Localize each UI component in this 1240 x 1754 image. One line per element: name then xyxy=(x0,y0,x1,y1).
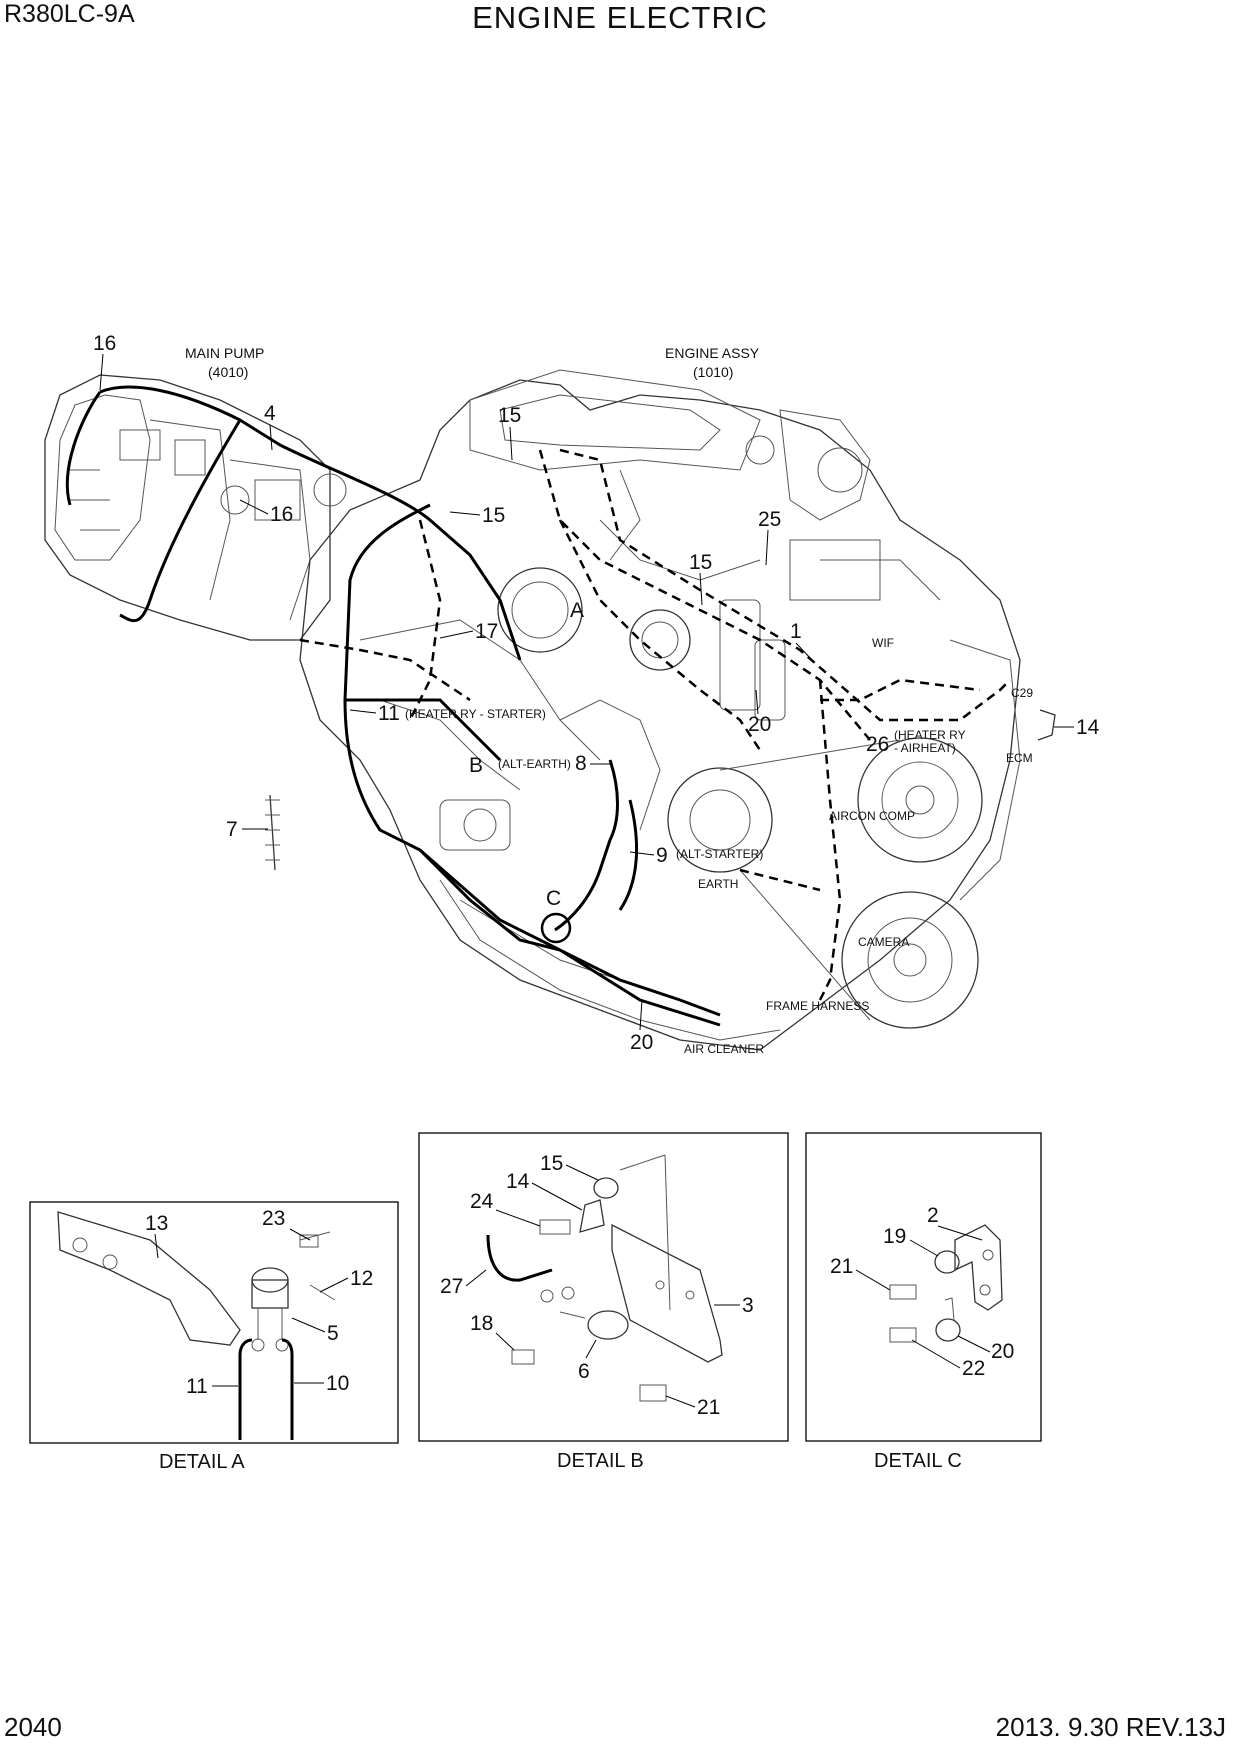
detail-b-title: DETAIL B xyxy=(557,1450,644,1472)
callout-16-mid: 16 xyxy=(270,503,293,526)
detail-b-panel: 15 14 24 27 3 18 6 21 xyxy=(418,1132,789,1442)
callout-17: 17 xyxy=(475,620,498,643)
detail-a-callout-13: 13 xyxy=(145,1212,168,1235)
detail-c-callout-19: 19 xyxy=(883,1225,906,1248)
detail-b-callout-15: 15 xyxy=(540,1152,563,1175)
detail-b-callout-14: 14 xyxy=(506,1170,530,1193)
main-diagram-labels: MAIN PUMP (4010) ENGINE ASSY (1010) (HEA… xyxy=(185,345,1033,1056)
label-main-pump: MAIN PUMP xyxy=(185,345,264,361)
detail-a-callout-5: 5 xyxy=(327,1322,339,1345)
label-wif: WIF xyxy=(872,636,894,650)
model-number: R380LC-9A xyxy=(4,0,135,28)
detail-c-callout-20: 20 xyxy=(991,1340,1014,1363)
page-title: ENGINE ELECTRIC xyxy=(472,0,768,35)
label-heater-ry-airheat-1: (HEATER RY xyxy=(894,728,966,742)
callout-7: 7 xyxy=(226,818,238,841)
detail-b-callout-24: 24 xyxy=(470,1190,494,1213)
label-heater-ry-starter: (HEATER RY - STARTER) xyxy=(405,707,546,721)
callout-1: 1 xyxy=(790,620,802,643)
detail-marker-c: C xyxy=(546,887,561,910)
label-camera: CAMERA xyxy=(858,935,909,949)
label-engine-assy: ENGINE ASSY xyxy=(665,345,760,361)
detail-a-callout-23: 23 xyxy=(262,1207,285,1230)
label-alt-earth: (ALT-EARTH) xyxy=(498,757,571,771)
label-frame-harness: FRAME HARNESS xyxy=(766,999,869,1013)
callout-15-top: 15 xyxy=(498,404,521,427)
detail-a-callout-12: 12 xyxy=(350,1267,373,1290)
callout-26: 26 xyxy=(866,733,889,756)
detail-c-callout-21: 21 xyxy=(830,1255,853,1278)
label-main-pump-code: (4010) xyxy=(208,364,248,380)
label-heater-ry-airheat-2: - AIRHEAT) xyxy=(894,741,956,755)
callout-4: 4 xyxy=(264,402,276,425)
callout-15-mid: 15 xyxy=(482,504,505,527)
callout-11: 11 xyxy=(378,702,400,725)
detail-c-title: DETAIL C xyxy=(874,1450,962,1472)
wiring-harnesses xyxy=(65,385,1056,1027)
callout-20-lower: 20 xyxy=(630,1031,653,1054)
detail-c-callout-2: 2 xyxy=(927,1204,939,1227)
detail-b-callout-27: 27 xyxy=(440,1275,463,1298)
revision-date: 2013. 9.30 REV.13J xyxy=(995,1712,1226,1742)
detail-a-title: DETAIL A xyxy=(159,1451,245,1473)
label-engine-assy-code: (1010) xyxy=(693,364,733,380)
detail-b-callout-21: 21 xyxy=(697,1396,720,1419)
callout-20-upper: 20 xyxy=(748,713,771,736)
callout-9: 9 xyxy=(656,844,668,867)
main-diagram-callouts: 16 4 16 15 15 15 25 1 17 11 20 26 14 8 9… xyxy=(93,332,1100,1054)
callout-15-right: 15 xyxy=(689,551,712,574)
callout-16-top: 16 xyxy=(93,332,116,355)
label-c29: C29 xyxy=(1011,686,1033,700)
label-ecm: ECM xyxy=(1006,751,1033,765)
detail-marker-b: B xyxy=(469,754,483,777)
detail-c-callout-22: 22 xyxy=(962,1357,985,1380)
page-number: 2040 xyxy=(4,1712,62,1742)
detail-b-callout-6: 6 xyxy=(578,1360,590,1383)
label-air-cleaner: AIR CLEANER xyxy=(684,1042,764,1056)
label-alt-starter: (ALT-STARTER) xyxy=(676,847,763,861)
detail-a-callout-11: 11 xyxy=(186,1375,208,1398)
detail-b-callout-3: 3 xyxy=(742,1294,754,1317)
detail-a-panel: 13 23 12 5 11 10 xyxy=(29,1201,399,1444)
callout-14: 14 xyxy=(1076,716,1100,739)
callout-25: 25 xyxy=(758,508,781,531)
main-pump-drawing xyxy=(44,374,347,641)
detail-c-panel: 2 19 21 20 22 xyxy=(805,1132,1042,1442)
label-earth: EARTH xyxy=(698,877,738,891)
callout-8: 8 xyxy=(575,752,587,775)
detail-a-callout-10: 10 xyxy=(326,1372,349,1395)
detail-b-callout-18: 18 xyxy=(470,1312,493,1335)
detail-marker-a: A xyxy=(570,599,584,622)
label-aircon-comp: AIRCON COMP xyxy=(829,809,915,823)
